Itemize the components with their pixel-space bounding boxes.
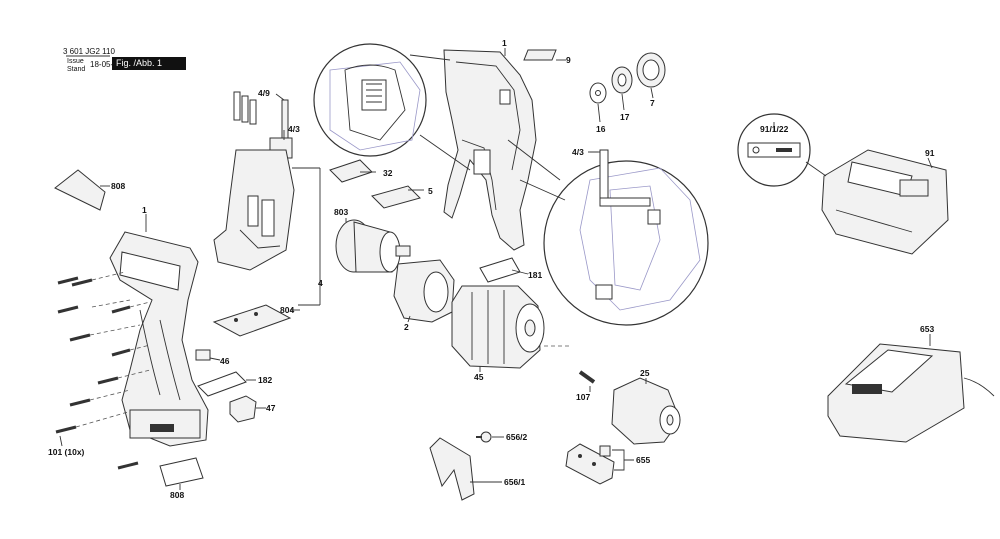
callout-181: 181 — [528, 270, 542, 280]
callout-91-1-22: 91/1/22 — [760, 124, 789, 134]
part-46-spring — [195, 349, 211, 361]
part-47-knob — [229, 395, 257, 423]
callout-9: 9 — [566, 55, 571, 65]
housing-half-right — [443, 49, 537, 251]
callout-653: 653 — [920, 324, 934, 334]
part-808-label-top — [54, 169, 106, 211]
part-653-charger — [827, 343, 995, 443]
part-25-chuck — [611, 377, 681, 445]
callout-803: 803 — [334, 207, 348, 217]
part-number: 3 601 JG2 110 — [63, 47, 115, 56]
part-808-label-bottom — [159, 457, 204, 487]
issue-label: Issue — [67, 58, 84, 65]
callout-808-bottom: 808 — [170, 490, 184, 500]
callout-107: 107 — [576, 392, 590, 402]
callout-1-top: 1 — [502, 38, 507, 48]
callout-7: 7 — [650, 98, 655, 108]
part-7-gear-ring — [636, 52, 666, 88]
callout-1-left: 1 — [142, 205, 147, 215]
stand-label: Stand — [67, 66, 86, 73]
part-91-battery — [821, 149, 949, 255]
part-45-gearbox — [451, 285, 570, 369]
callout-655: 655 — [636, 455, 650, 465]
housing-half-left — [109, 231, 209, 447]
callout-25: 25 — [640, 368, 650, 378]
part-803-motor — [335, 219, 411, 273]
callout-32: 32 — [383, 168, 393, 178]
screws-101 — [55, 271, 151, 470]
callout-46: 46 — [220, 356, 230, 366]
callout-4-9: 4/9 — [258, 88, 270, 98]
callout-808-top: 808 — [111, 181, 125, 191]
callout-47: 47 — [266, 403, 276, 413]
callout-656-1: 656/1 — [504, 477, 526, 487]
callout-45: 45 — [474, 372, 484, 382]
callout-2: 2 — [404, 322, 409, 332]
figure-label: Fig. /Abb. 1 — [112, 57, 186, 70]
callout-5: 5 — [428, 186, 433, 196]
callout-4-3-left: 4/3 — [288, 124, 300, 134]
part-656-1-belt-clip — [429, 437, 475, 501]
detail-circle-left — [313, 43, 471, 171]
leader-lines — [59, 48, 933, 490]
part-5 — [371, 185, 421, 209]
part-4-electronics-module — [213, 91, 321, 306]
callout-656-2: 656/2 — [506, 432, 528, 442]
callout-4-3-right: 4/3 — [572, 147, 584, 157]
part-16-washer — [589, 82, 607, 104]
part-181-label — [479, 257, 521, 283]
callout-4: 4 — [318, 278, 323, 288]
part-2-gear-housing — [393, 259, 455, 323]
callout-804: 804 — [280, 305, 294, 315]
callout-17: 17 — [620, 112, 630, 122]
callout-182: 182 — [258, 375, 272, 385]
callout-16: 16 — [596, 124, 606, 134]
part-107-screw — [578, 370, 596, 384]
part-655-bit-holder — [565, 443, 615, 485]
detail-circle-battery — [737, 113, 827, 187]
callout-101: 101 (10x) — [48, 447, 85, 457]
issue-date: 18-05-22 — [90, 60, 123, 69]
part-804-board — [212, 304, 292, 337]
part-656-2-screw — [476, 431, 492, 443]
part-32 — [329, 159, 373, 183]
detail-circle-right — [507, 139, 709, 326]
part-9-label-plate — [523, 49, 557, 61]
callout-91: 91 — [925, 148, 935, 158]
part-17-gear-selector — [611, 66, 633, 94]
part-182-label — [197, 371, 247, 397]
